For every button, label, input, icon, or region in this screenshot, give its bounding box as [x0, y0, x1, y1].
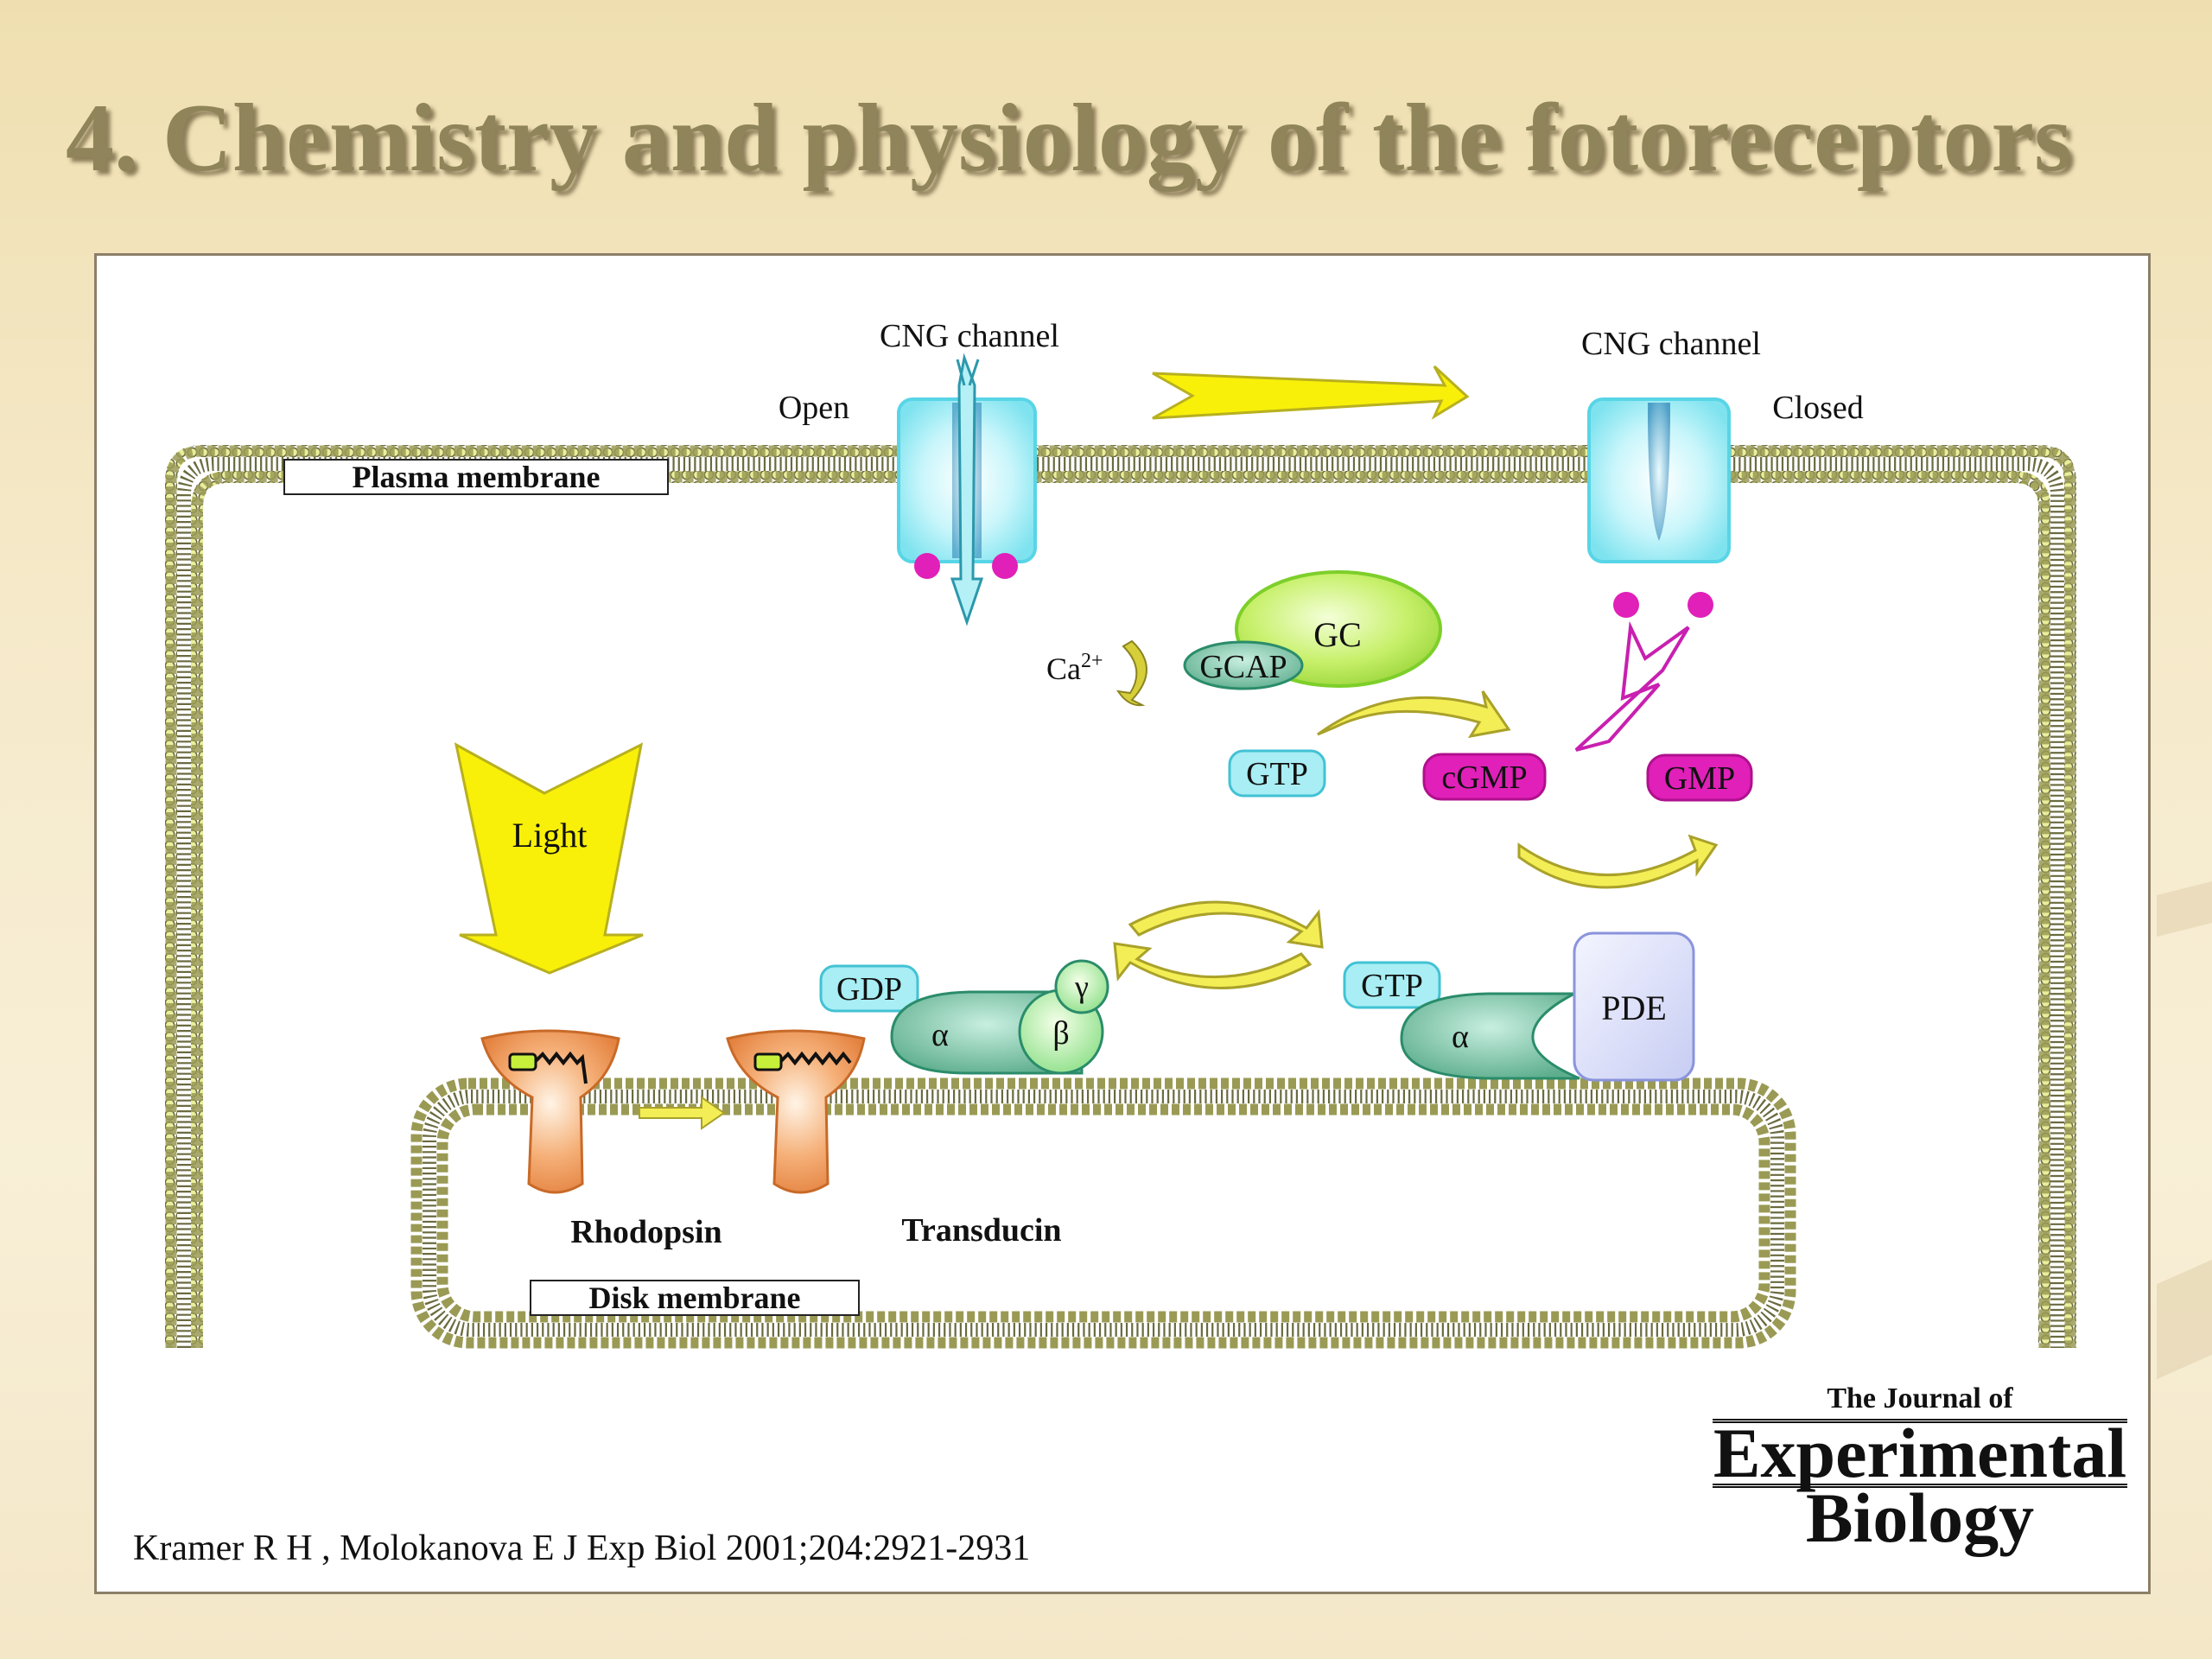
disk-membrane: Disk membrane	[410, 1077, 1796, 1349]
rhodopsin-label: Rhodopsin	[570, 1214, 721, 1250]
background-stripe	[2157, 881, 2212, 937]
plasma-membrane-label: Plasma membrane	[353, 460, 601, 494]
pde-enzyme	[1573, 931, 1695, 1082]
active-alpha-subunit	[1400, 992, 1580, 1080]
disk-membrane-label: Disk membrane	[589, 1281, 801, 1315]
rhodopsin-activation-arrow	[639, 1096, 726, 1130]
pde-label: PDE	[1601, 988, 1667, 1027]
transducin-cycle-arrows	[1113, 900, 1324, 989]
slide-title: 4. Chemistry and physiology of the fotor…	[66, 85, 2072, 192]
gmp-label: GMP	[1664, 760, 1735, 797]
gdp-label: GDP	[836, 971, 902, 1007]
alpha-label-1: α	[931, 1017, 949, 1053]
ion-flow-arrow	[950, 353, 984, 626]
alpha-label-2: α	[1452, 1019, 1469, 1055]
light-arrow: Light	[454, 742, 644, 975]
calcium-label: Ca2+	[1046, 650, 1103, 686]
gtp-bottom-pill	[1343, 961, 1441, 1009]
guanylate-cyclase-complex: GC GCAP Ca2+	[1046, 570, 1442, 707]
gtp-bottom-label: GTP	[1361, 968, 1423, 1004]
background-stripe	[2157, 1259, 2212, 1380]
citation: Kramer R H , Molokanova E J Exp Biol 200…	[133, 1529, 1031, 1568]
transducin-heterotrimer: GDP α β γ	[819, 959, 1109, 1075]
cgmp-to-gmp-arrow	[1517, 834, 1719, 889]
gtp-top-label: GTP	[1246, 756, 1308, 792]
gcap-label: GCAP	[1199, 649, 1287, 685]
activated-alpha-pde: GTP α PDE	[1343, 931, 1695, 1082]
cng-channel-closed: CNG channel Closed	[1574, 326, 1864, 752]
rhodopsin-active	[726, 1029, 866, 1194]
light-label: Light	[512, 816, 588, 855]
calcium-binding-arrow	[1116, 639, 1147, 707]
transducin-gamma-subunit	[1054, 959, 1109, 1014]
journal-logo-line2: Experimental	[1713, 1414, 2127, 1492]
cgmp-bound-dot	[992, 553, 1018, 579]
cgmp-label: cGMP	[1441, 760, 1527, 796]
journal-logo-line1: The Journal of	[1827, 1382, 2013, 1414]
cgmp-bound-dot	[914, 553, 940, 579]
cng-open-title: CNG channel	[880, 318, 1059, 354]
gmp-pill: GMP	[1646, 753, 1753, 802]
cgmp-released-dot	[1688, 592, 1713, 618]
cgmp-pill: cGMP	[1422, 753, 1547, 801]
gtp-to-cgmp-arrow	[1317, 690, 1511, 739]
gtp-pill: GTP	[1228, 749, 1326, 798]
cgmp-released-dot	[1613, 592, 1639, 618]
gdp-pill	[819, 964, 919, 1013]
cng-channel-open: CNG channel Open	[779, 318, 1059, 626]
cng-closed-title: CNG channel	[1581, 326, 1761, 362]
cng-open-state: Open	[779, 390, 849, 426]
figure-panel: Plasma membrane Disk membrane CNG channe…	[94, 253, 2151, 1594]
state-transition-arrow	[1152, 365, 1470, 420]
gamma-label: γ	[1074, 969, 1089, 1004]
journal-logo-line3: Biology	[1805, 1478, 2035, 1557]
gcap-protein	[1183, 640, 1304, 690]
beta-label: β	[1052, 1015, 1069, 1052]
phototransduction-diagram: Plasma membrane Disk membrane CNG channe…	[165, 318, 2076, 1349]
journal-logo: The Journal of Experimental Biology	[1713, 1382, 2127, 1557]
transducin-label: Transducin	[901, 1212, 1061, 1249]
rhodopsin-inactive	[480, 1029, 620, 1194]
cng-closed-state: Closed	[1772, 390, 1864, 426]
cgmp-unbind-arrow	[1574, 620, 1690, 752]
plasma-membrane: Plasma membrane	[165, 445, 2076, 1348]
gc-label: GC	[1313, 615, 1362, 654]
